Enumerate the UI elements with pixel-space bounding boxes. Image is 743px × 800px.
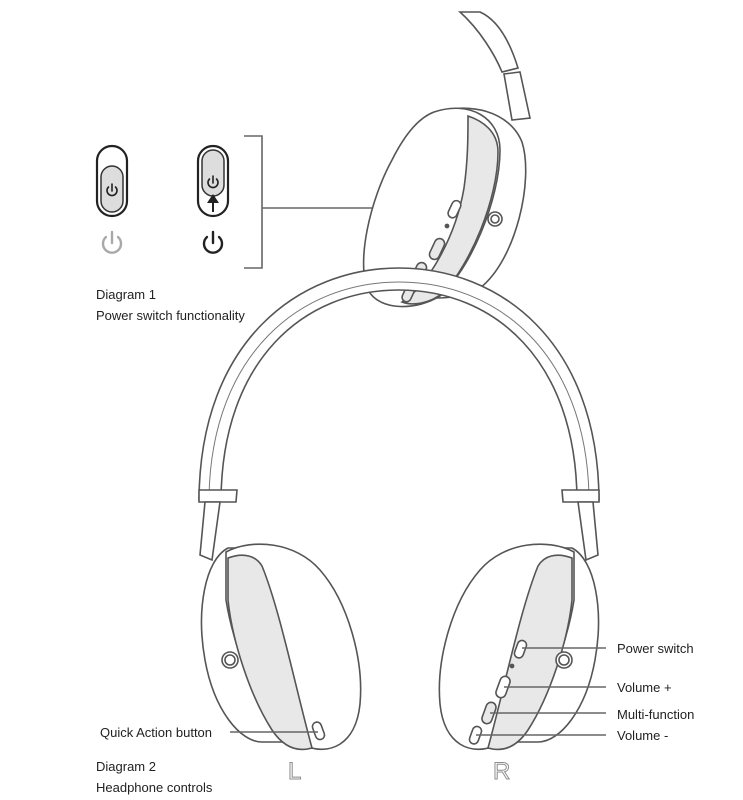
- diagram1-title: Diagram 1: [96, 287, 156, 302]
- diagram2-subtitle: Headphone controls: [96, 780, 213, 795]
- power-switch-off-illustration: [95, 144, 129, 218]
- callout-lines: [230, 647, 606, 736]
- earcup-closeup: [362, 11, 531, 308]
- diagram2-title: Diagram 2: [96, 759, 156, 774]
- side-left-label: L: [287, 758, 302, 785]
- callout-power-switch: Power switch: [617, 641, 694, 656]
- power-on-icon: [202, 230, 224, 254]
- callout-volume-down: Volume -: [617, 728, 669, 743]
- callout-volume-up: Volume +: [617, 680, 672, 695]
- side-right-label: R: [492, 758, 511, 785]
- callout-quick-action: Quick Action button: [100, 725, 213, 740]
- power-switch-on-illustration: [196, 144, 230, 218]
- callout-multi-function: Multi-function: [617, 707, 695, 722]
- diagram1-subtitle: Power switch functionality: [96, 308, 245, 323]
- headphones-illustration: [198, 267, 600, 751]
- power-off-icon: [101, 230, 123, 254]
